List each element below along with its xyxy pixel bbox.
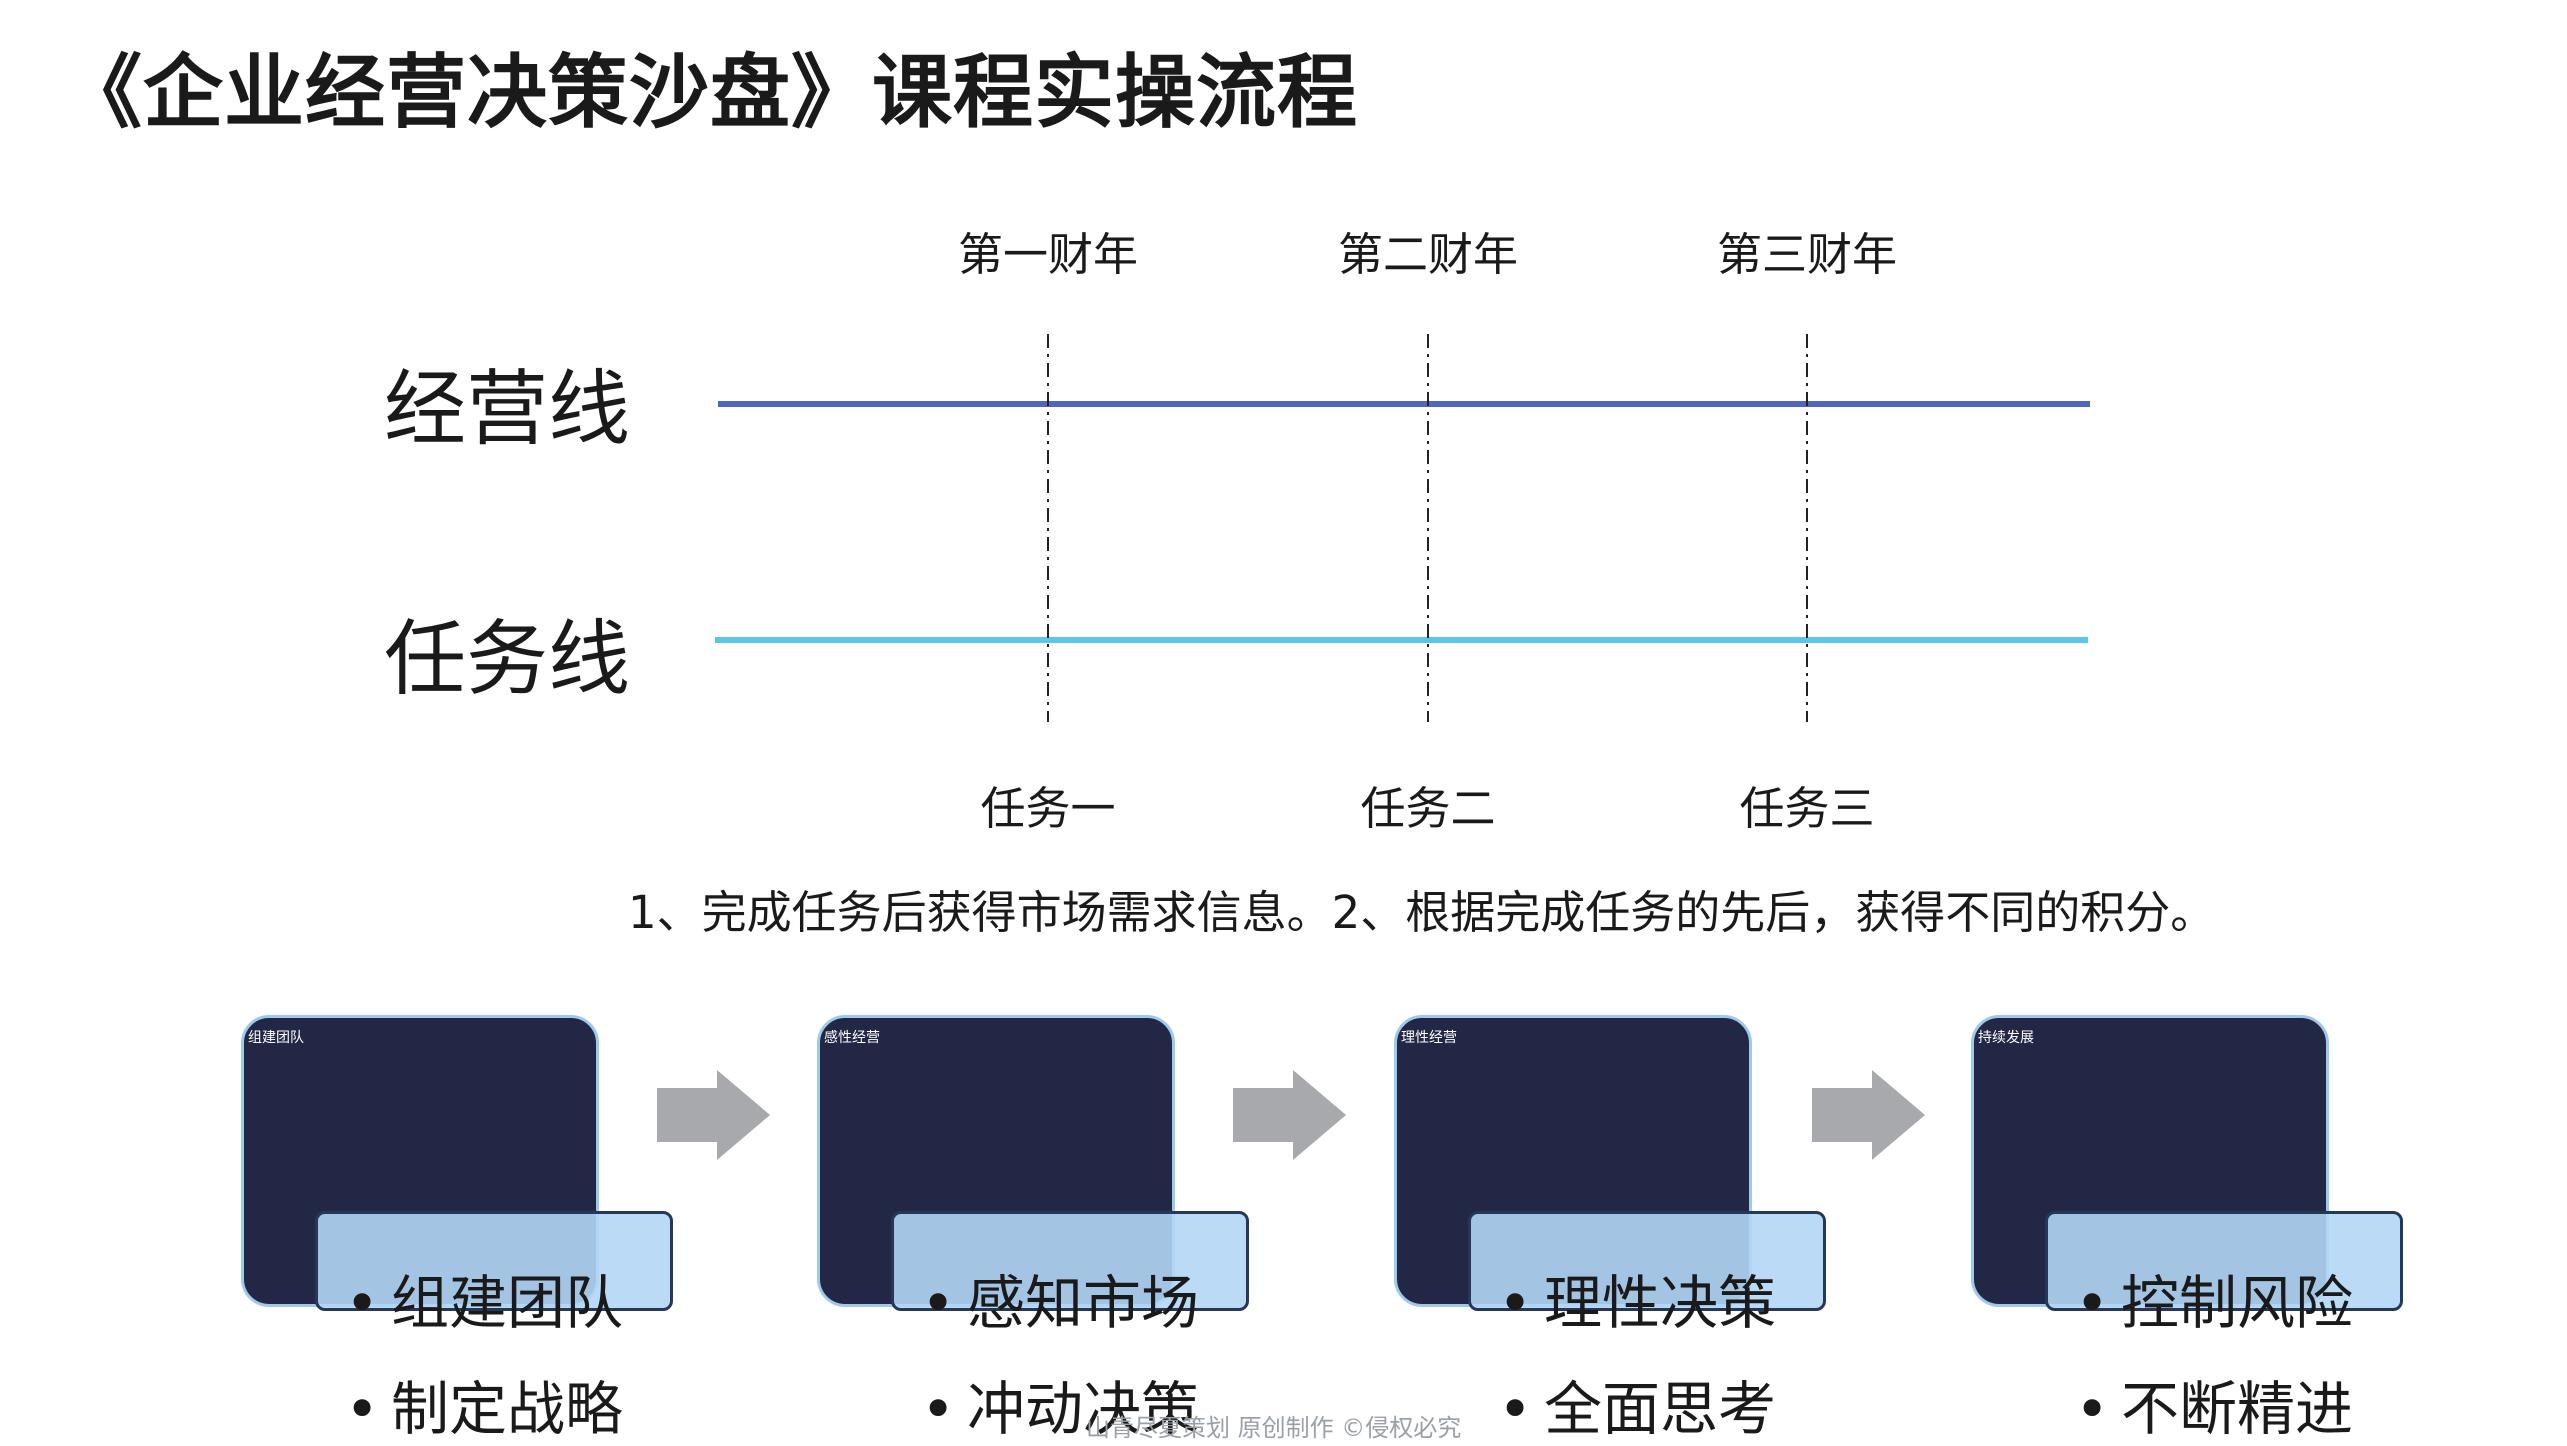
task-line-label: 任务线	[384, 612, 631, 707]
rules-note: 1、完成任务后获得市场需求信息。2、根据完成任务的先后，获得不同的积分。	[628, 886, 2216, 939]
year-label-1: 第一财年	[957, 228, 1138, 281]
stage-bullet: •理性决策	[1498, 1269, 1777, 1337]
bullet-text: 感知市场	[967, 1269, 1200, 1337]
stage-bullet: •感知市场	[921, 1269, 1200, 1337]
stage-overlay	[315, 1211, 673, 1311]
stage-card-label: 持续发展	[1978, 1030, 2034, 1046]
bullet-text: 不断精进	[2121, 1375, 2354, 1443]
stage-overlay	[2045, 1211, 2403, 1311]
arrow-right-icon	[1233, 1070, 1346, 1160]
footer-watermark: 山青尽夏策划 原创制作 ©侵权必究	[1086, 1414, 1462, 1442]
task-label-1: 任务一	[980, 782, 1116, 835]
bullet-text: 制定战略	[391, 1375, 624, 1443]
year-label-2: 第二财年	[1337, 228, 1518, 281]
stage-overlay	[891, 1211, 1249, 1311]
task-label-3: 任务三	[1739, 782, 1875, 835]
bullet-text: 组建团队	[391, 1269, 624, 1337]
stage-bullet: •制定战略	[345, 1375, 624, 1443]
bullet-text: 冲动决策	[967, 1375, 1200, 1443]
stage-bullet: •组建团队	[345, 1269, 624, 1337]
stage-bullet: •冲动决策	[921, 1375, 1200, 1443]
arrow-right-icon	[1812, 1070, 1925, 1160]
stage-card-label: 组建团队	[248, 1030, 304, 1046]
bullet-text: 理性决策	[1544, 1269, 1777, 1337]
bullet-text: 控制风险	[2121, 1269, 2354, 1337]
stage-bullet: •全面思考	[1498, 1375, 1777, 1443]
stage-card-label: 理性经营	[1401, 1030, 1457, 1046]
arrow-right-icon	[657, 1070, 770, 1160]
page-title: 《企业经营决策沙盘》课程实操流程	[62, 46, 1358, 139]
operation-line-label: 经营线	[384, 362, 631, 457]
task-label-2: 任务二	[1360, 782, 1496, 835]
stage-card-label: 感性经营	[824, 1030, 880, 1046]
stage-bullet: •控制风险	[2075, 1269, 2354, 1337]
bullet-text: 全面思考	[1544, 1375, 1777, 1443]
stage-bullet: •不断精进	[2075, 1375, 2354, 1443]
year-label-3: 第三财年	[1716, 228, 1897, 281]
stage-overlay	[1468, 1211, 1826, 1311]
